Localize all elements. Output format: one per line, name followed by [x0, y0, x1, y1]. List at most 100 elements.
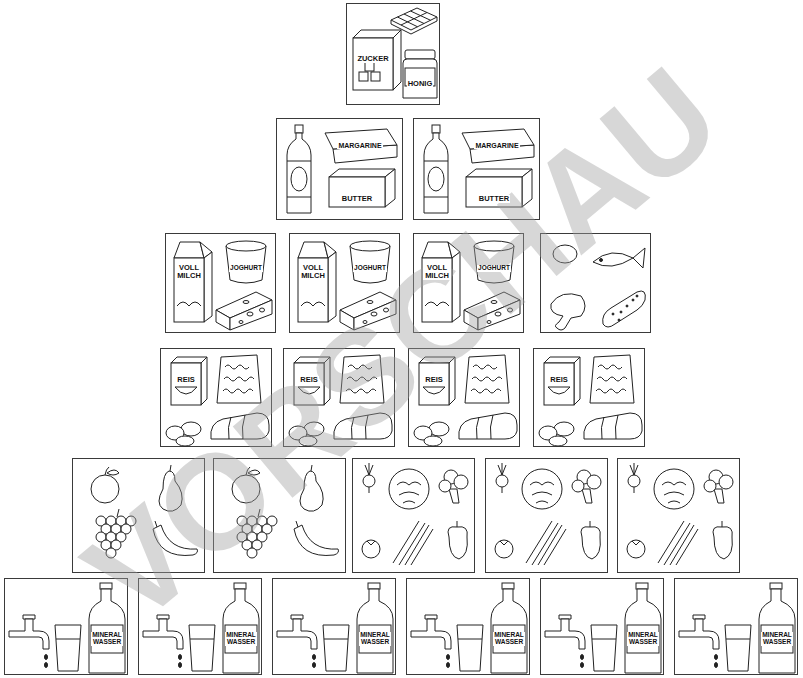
- package-label: JOGHURT: [229, 265, 263, 272]
- bottle-cap: [234, 583, 246, 589]
- bottle-label: [359, 625, 391, 653]
- apple: [91, 475, 119, 503]
- cheese-hole: [491, 301, 497, 304]
- chocolate-grid: [398, 11, 431, 27]
- yoghurt-cup: [350, 246, 390, 283]
- milk-carton: [422, 258, 452, 322]
- bread-loaf: [334, 413, 392, 439]
- grape: [252, 540, 262, 550]
- sugar-cube: [365, 62, 374, 71]
- package-label: REIS: [176, 376, 196, 384]
- apple-leaf: [248, 470, 260, 475]
- pasta-spirals: [471, 365, 502, 393]
- grape: [247, 532, 257, 542]
- water-level: [726, 639, 750, 640]
- leek: [393, 521, 433, 565]
- grape: [106, 516, 116, 526]
- food-box: ZUCKERHONIG: [346, 3, 440, 105]
- water-glass: [591, 625, 617, 671]
- bottle-bands: [287, 161, 311, 197]
- banana: [294, 525, 339, 555]
- water-glass: [725, 625, 751, 671]
- sausage-dot: [636, 295, 638, 297]
- bread-slices: [476, 415, 493, 439]
- yoghurt-cup: [226, 246, 266, 283]
- package-label: REIS: [299, 376, 319, 384]
- water-glass: [323, 625, 349, 671]
- food-box: VOLL MILCH JOGHURT: [165, 233, 276, 333]
- bottle-cap: [295, 125, 303, 133]
- grape: [126, 516, 136, 526]
- pasta-spirals: [596, 365, 627, 393]
- package-label: MINERAL WASSER: [493, 632, 525, 646]
- apple-leaf: [107, 470, 119, 475]
- apple-stem: [246, 467, 250, 475]
- potato: [299, 436, 317, 446]
- sausage-dot: [612, 313, 614, 315]
- pasta-bag: [340, 355, 384, 403]
- package-label: JOGHURT: [477, 265, 511, 272]
- chocolate-bar: [391, 8, 437, 30]
- grape: [257, 516, 267, 526]
- sugar-box: [353, 38, 393, 90]
- cheese-top: [340, 292, 396, 318]
- water-tap: [411, 619, 451, 649]
- pepper-stem: [457, 521, 458, 527]
- cheese-top: [464, 292, 520, 318]
- yoghurt-lid: [226, 241, 266, 251]
- bottle-label: [493, 625, 525, 653]
- broccoli: [572, 480, 584, 492]
- butter-side: [385, 169, 395, 207]
- water-drop: [45, 655, 48, 660]
- cheese-hole: [260, 308, 265, 312]
- sausage: [603, 291, 646, 327]
- tomato-stalk: [367, 541, 375, 545]
- grape: [101, 524, 111, 534]
- rice-box: [419, 363, 449, 405]
- broccoli-stem: [449, 489, 459, 503]
- package-label: MINERAL WASSER: [225, 632, 257, 646]
- grape: [111, 540, 121, 550]
- broccoli: [439, 480, 451, 492]
- tomato: [362, 540, 380, 558]
- fish-tail: [633, 248, 645, 268]
- food-illustration: [486, 459, 609, 574]
- grape: [237, 532, 247, 542]
- grape: [257, 532, 267, 542]
- water-drop: [179, 663, 182, 668]
- water-level: [56, 639, 80, 640]
- grape: [116, 532, 126, 542]
- tomato: [495, 540, 513, 558]
- margarine-lid: [325, 129, 397, 149]
- fish-eye: [600, 259, 603, 262]
- oil-bottle: [287, 133, 311, 213]
- tomato-stalk: [632, 541, 640, 545]
- water-glass: [55, 625, 81, 671]
- water-tap: [143, 619, 183, 649]
- package-label: REIS: [549, 376, 569, 384]
- water-level: [458, 639, 482, 640]
- grape-stem: [117, 509, 119, 517]
- food-box: MINERAL WASSER: [540, 578, 664, 675]
- broccoli-stem: [582, 489, 592, 503]
- lettuce: [654, 469, 694, 509]
- package-label: VOLL MILCH: [175, 264, 203, 280]
- carton-side: [452, 252, 460, 322]
- water-level: [592, 639, 616, 640]
- pasta-bag: [217, 355, 261, 403]
- honey-jar: [403, 59, 437, 98]
- leek: [658, 521, 698, 565]
- bread-slices: [351, 415, 368, 439]
- cheese-side: [230, 300, 272, 330]
- mineral-water-bottle: [89, 589, 125, 673]
- pepper-stem: [590, 521, 591, 527]
- radish: [628, 475, 640, 487]
- rice-box: [171, 363, 201, 405]
- butter-top: [329, 169, 395, 177]
- bread-slices: [601, 415, 618, 439]
- bottle-label: [225, 625, 257, 653]
- pepper-stem: [722, 521, 723, 527]
- cheese-front: [340, 310, 354, 330]
- grape: [252, 524, 262, 534]
